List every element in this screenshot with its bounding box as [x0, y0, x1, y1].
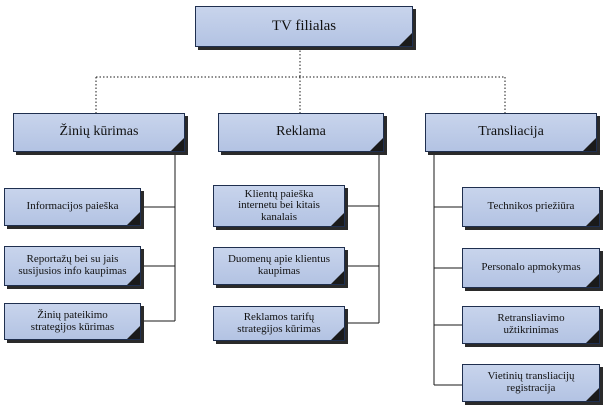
- task-label: Personalo apmokymas: [481, 261, 581, 274]
- task-node: Duomenų apie klientus kaupimas: [213, 247, 345, 285]
- task-label: Žinių pateikimo strategijos kūrimas: [30, 308, 115, 333]
- root-node: TV filialas: [195, 6, 413, 47]
- task-label: Reportažų bei su jais susijusios info ka…: [18, 253, 127, 277]
- department-zinu-kurimas: Žinių kūrimas: [13, 113, 185, 152]
- department-transliacija: Transliacija: [425, 113, 597, 152]
- task-label: Vietinių transliacijų registracija: [487, 370, 575, 394]
- task-label: Informacijos paieška: [26, 200, 119, 213]
- task-label: Klientų paieška internetu bei kitais kan…: [238, 187, 320, 223]
- task-node: Reportažų bei su jais susijusios info ka…: [4, 246, 141, 286]
- department-label: Žinių kūrimas: [59, 124, 139, 140]
- task-node: Informacijos paieška: [4, 188, 141, 226]
- department-reklama: Reklama: [218, 113, 384, 152]
- task-node: Klientų paieška internetu bei kitais kan…: [213, 185, 345, 227]
- task-node: Retransliavimo užtikrinimas: [462, 306, 600, 344]
- task-label: Technikos priežiūra: [487, 200, 575, 213]
- department-label: Transliacija: [478, 124, 544, 140]
- task-node: Technikos priežiūra: [462, 187, 600, 227]
- task-node: Vietinių transliacijų registracija: [462, 364, 600, 402]
- task-label: Reklamos tarifų strategijos kūrimas: [237, 310, 321, 335]
- task-label: Retransliavimo užtikrinimas: [497, 312, 565, 336]
- task-node: Žinių pateikimo strategijos kūrimas: [4, 303, 141, 340]
- task-label: Duomenų apie klientus kaupimas: [227, 253, 331, 277]
- department-label: Reklama: [276, 124, 326, 140]
- task-node: Reklamos tarifų strategijos kūrimas: [213, 306, 345, 341]
- root-node-label: TV filialas: [271, 17, 337, 34]
- task-node: Personalo apmokymas: [462, 248, 600, 288]
